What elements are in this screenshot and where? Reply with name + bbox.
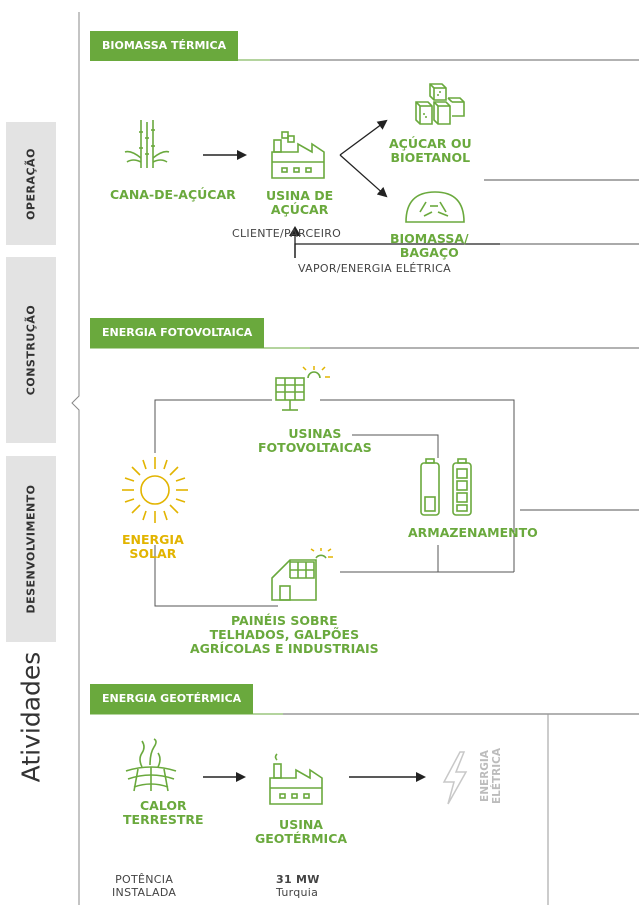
capacity-value-location: Turquia: [276, 886, 319, 899]
label-sugar-line1: AÇÚCAR OU: [389, 136, 472, 151]
label-solar-energy-line2: SOLAR: [129, 546, 177, 561]
capacity-value: 31 MW Turquia: [276, 873, 320, 899]
tab-construcao[interactable]: CONSTRUÇÃO: [6, 257, 56, 443]
label-geo-plant: USINA GEOTÉRMICA: [255, 818, 347, 846]
battery-icon: [420, 458, 472, 516]
label-bagasse-line1: BIOMASSA/: [390, 231, 469, 246]
label-geo-plant-line2: GEOTÉRMICA: [255, 831, 348, 846]
earth-heat-icon: [125, 738, 177, 792]
label-solar-energy-line1: ENERGIA: [122, 532, 184, 547]
label-mill: USINA DE AÇÚCAR: [266, 189, 333, 217]
bagasse-icon: [405, 191, 465, 223]
sun-icon: [122, 457, 188, 523]
label-pv-plants-line1: USINAS: [288, 426, 342, 441]
header-geotermica: ENERGIA GEOTÉRMICA: [90, 684, 254, 714]
label-electric-line1: ENERGIA: [479, 750, 491, 802]
label-cane: CANA-DE-AÇÚCAR: [110, 187, 236, 202]
label-capacity: POTÊNCIA INSTALADA: [112, 873, 176, 899]
label-rooftop-line2: TELHADOS, GALPÕES: [209, 627, 360, 642]
label-earth-heat-line2: TERRESTRE: [123, 812, 204, 827]
capacity-value-mw: 31 MW: [276, 873, 320, 886]
lightning-icon: [442, 751, 468, 805]
label-earth-heat: CALOR TERRESTRE: [123, 799, 204, 827]
header-fotovoltaica: ENERGIA FOTOVOLTAICA: [90, 318, 265, 348]
label-earth-heat-line1: CALOR: [139, 798, 187, 813]
label-bagasse-line2: BAGAÇO: [399, 245, 459, 260]
tab-operacao[interactable]: OPERAÇÃO: [6, 122, 56, 245]
sugar-cubes-icon: [415, 83, 465, 125]
label-rooftop-line1: PAINÉIS SOBRE: [231, 613, 338, 628]
label-mill-line2: AÇÚCAR: [270, 202, 329, 217]
label-geo-plant-line1: USINA: [279, 817, 323, 832]
label-mill-sub: CLIENTE/PARCEIRO: [232, 227, 342, 240]
label-capacity-line2: INSTALADA: [112, 886, 177, 899]
label-bagasse: BIOMASSA/ BAGAÇO: [390, 232, 469, 260]
tab-desenvolvimento[interactable]: DESENVOLVIMENTO: [6, 456, 56, 642]
sugar-mill-icon: [271, 131, 325, 179]
label-sugar-line2: BIOETANOL: [390, 150, 471, 165]
label-mill-line1: USINA DE: [266, 188, 334, 203]
sugarcane-icon: [124, 120, 170, 168]
header-biomassa: BIOMASSA TÉRMICA: [90, 31, 239, 61]
solar-panel-icon: [275, 366, 330, 411]
geothermal-plant-icon: [269, 753, 323, 805]
label-capacity-line1: POTÊNCIA: [115, 873, 174, 886]
label-electric: ENERGIA ELÉTRICA: [479, 748, 503, 804]
label-sugar: AÇÚCAR OU BIOETANOL: [389, 137, 472, 165]
rooftop-solar-icon: [271, 548, 333, 601]
label-rooftop-line3: AGRÍCOLAS E INDUSTRIAIS: [190, 641, 379, 656]
label-rooftop: PAINÉIS SOBRE TELHADOS, GALPÕES AGRÍCOLA…: [190, 614, 379, 656]
label-return-flow: VAPOR/ENERGIA ELÉTRICA: [298, 262, 451, 275]
label-storage: ARMAZENAMENTO: [408, 525, 538, 540]
label-pv-plants: USINAS FOTOVOLTAICAS: [258, 427, 372, 455]
label-solar-energy: ENERGIA SOLAR: [122, 533, 184, 561]
label-pv-plants-line2: FOTOVOLTAICAS: [258, 440, 372, 455]
label-electric-line2: ELÉTRICA: [491, 747, 503, 805]
